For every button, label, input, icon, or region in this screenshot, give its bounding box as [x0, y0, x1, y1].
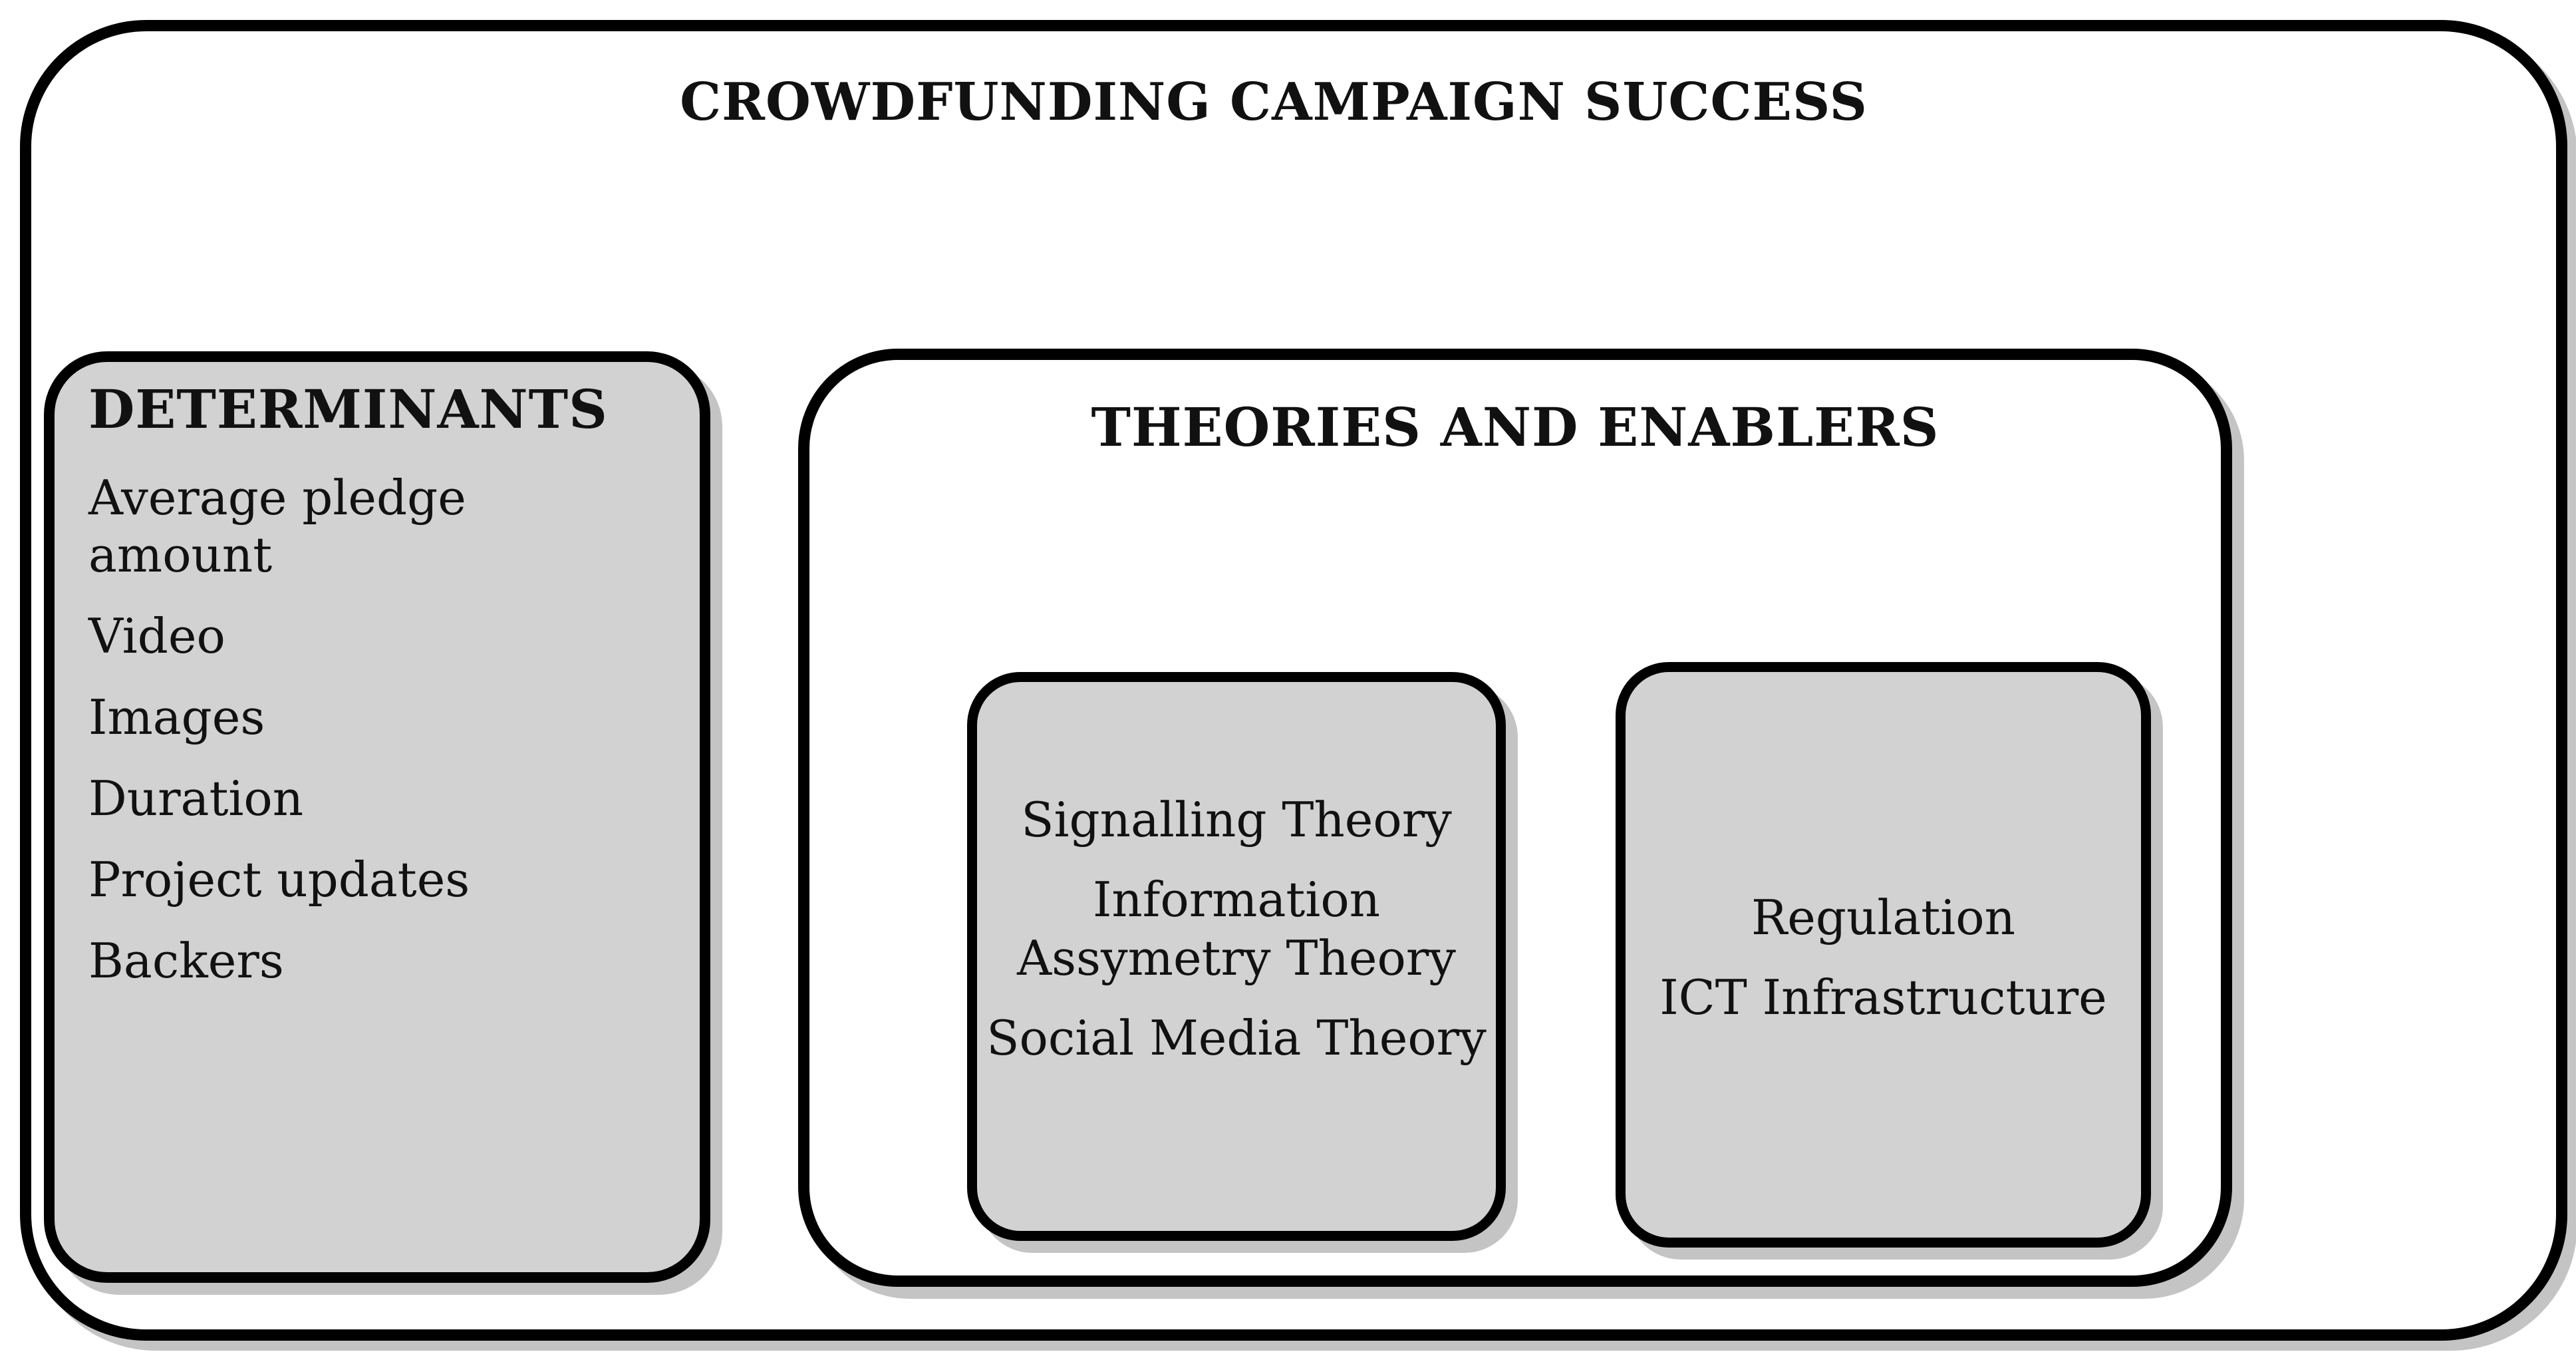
diagram-title: CROWDFUNDING CAMPAIGN SUCCESS [680, 72, 1868, 132]
determinants-heading: DETERMINANTS [88, 378, 608, 440]
determinant-item: Backers [88, 933, 284, 989]
determinant-item: Video [88, 608, 225, 664]
theories-list: Signalling Theory Information Assymetry … [977, 790, 1496, 1089]
enabler-item: ICT Infrastructure [1659, 969, 2107, 1025]
theory-item: Social Media Theory [986, 1010, 1487, 1066]
determinant-item: Project updates [88, 852, 470, 908]
enablers-box [1616, 662, 2151, 1248]
determinant-item: Average pledge amount [88, 470, 466, 583]
determinant-item: Duration [88, 770, 304, 826]
theories-box [967, 672, 1506, 1241]
enablers-list: Regulation ICT Infrastructure [1626, 888, 2141, 1048]
theories-enablers-heading: THEORIES AND ENABLERS [1091, 396, 1939, 458]
determinants-box [44, 351, 710, 1283]
determinants-list: Average pledge amount Video Images Durat… [88, 469, 621, 1013]
enabler-item: Regulation [1751, 890, 2015, 945]
theory-item: Signalling Theory [1021, 792, 1452, 848]
theory-item: Information Assymetry Theory [1017, 872, 1456, 986]
determinant-item: Images [88, 689, 265, 745]
